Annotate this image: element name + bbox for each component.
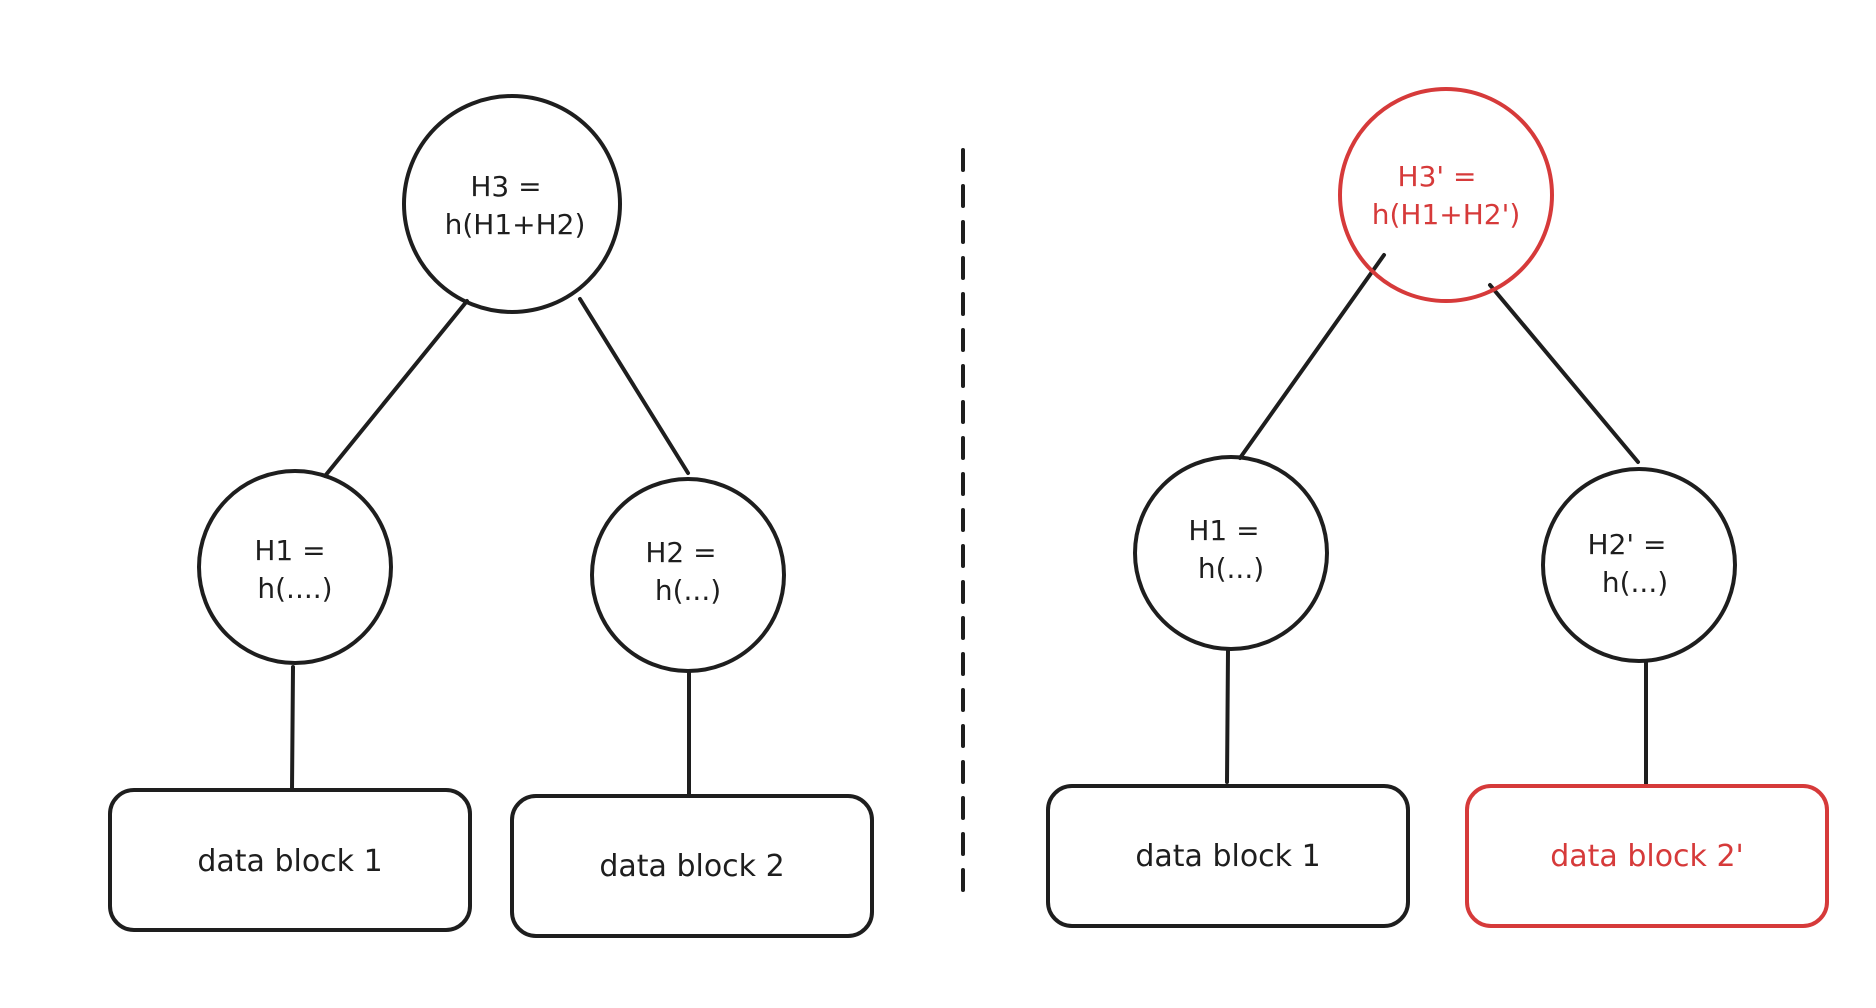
right-data-block-2-prime <box>1465 784 1829 928</box>
left-h1-label-line2: h(....) <box>257 572 332 605</box>
edge-root-to-h2 <box>578 297 690 475</box>
edge-h1-to-block1-right <box>1225 648 1230 784</box>
right-root-prime-label-line1: H3' = <box>1398 160 1477 193</box>
right-data-block-2-prime-label: data block 2' <box>1550 839 1744 874</box>
left-h1-node <box>197 469 393 665</box>
right-h1-label-line1: H1 = <box>1188 514 1259 547</box>
right-h2-prime-node <box>1541 467 1737 663</box>
right-root-prime-node <box>1338 87 1554 303</box>
right-data-block-1-label: data block 1 <box>1135 839 1320 874</box>
left-h2-node <box>590 477 786 673</box>
left-data-block-1 <box>108 788 472 932</box>
left-data-block-2-label: data block 2 <box>599 849 784 884</box>
right-h1-node <box>1133 455 1329 651</box>
right-data-block-1 <box>1046 784 1410 928</box>
right-root-prime-label-line2: h(H1+H2') <box>1372 198 1521 231</box>
left-root-label-line1: H3 = <box>470 170 541 203</box>
right-h1-label-line2: h(...) <box>1198 552 1264 585</box>
left-root-label-line2: h(H1+H2) <box>445 208 586 241</box>
left-h2-label-line2: h(...) <box>655 574 721 607</box>
left-root-node <box>402 94 622 314</box>
edge-root-prime-to-h1 <box>1238 253 1386 460</box>
right-h2-prime-label-line2: h(...) <box>1602 566 1668 599</box>
left-data-block-1-label: data block 1 <box>197 844 382 879</box>
left-h1-label-line1: H1 = <box>254 534 325 567</box>
left-h2-label-line1: H2 = <box>645 536 716 569</box>
edge-root-to-h1 <box>323 299 469 478</box>
edge-h1-to-block1 <box>290 665 295 792</box>
edge-root-prime-to-h2-prime <box>1488 283 1640 464</box>
left-data-block-2 <box>510 794 874 938</box>
right-h2-prime-label-line1: H2' = <box>1588 528 1667 561</box>
